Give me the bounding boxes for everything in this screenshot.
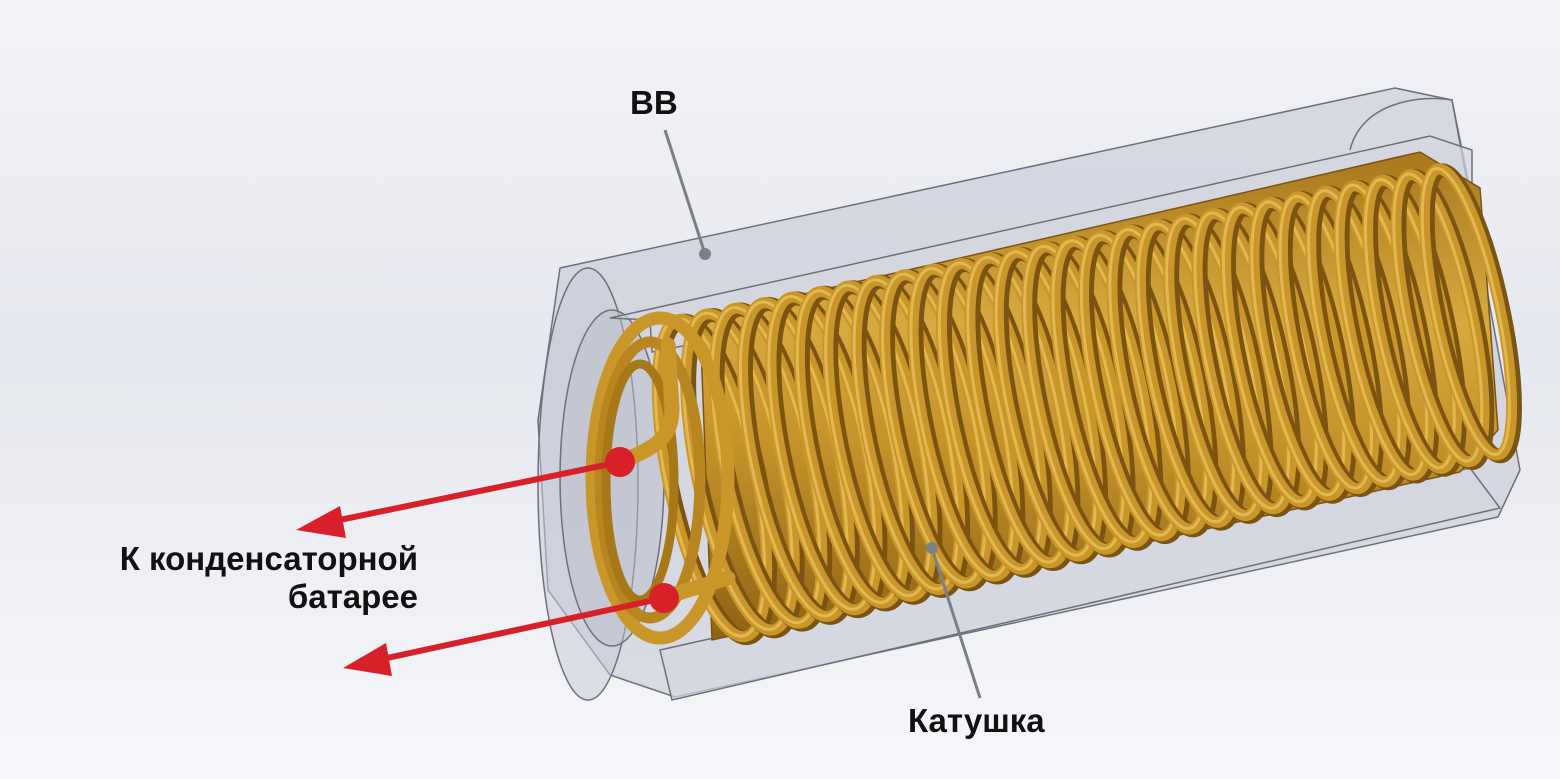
terminal-bottom-dot	[649, 583, 679, 613]
coil-turn-highlight	[1165, 217, 1263, 517]
coil-turn-highlight	[1193, 211, 1291, 510]
leader-coil-dot	[926, 542, 938, 554]
arrow-bottom-head	[343, 643, 392, 676]
coil-turn-highlight	[852, 278, 960, 591]
coil-label: Катушка	[908, 702, 1045, 739]
coil-turn-highlight	[966, 256, 1070, 564]
battery-arrows	[296, 447, 679, 676]
leader-lines	[663, 129, 982, 699]
arrow-top-line	[329, 459, 621, 525]
battery-label-line2: батарее	[287, 577, 418, 615]
coil-inner-turn-outer	[585, 311, 735, 645]
leader-bb-dot	[699, 248, 711, 260]
coil-turn-highlight	[994, 250, 1098, 557]
coil-turn-highlight	[909, 267, 1015, 578]
coil-inner-turn-inner	[601, 359, 679, 605]
coil-turn-highlight	[1108, 228, 1208, 530]
arrow-top-head	[296, 506, 346, 538]
coil-turn-highlight	[1023, 244, 1125, 551]
coil-turn-highlight	[1136, 222, 1235, 524]
coil-turn-highlight	[937, 261, 1042, 571]
terminal-top-dot	[605, 447, 635, 477]
arrow-bottom-line	[377, 595, 665, 663]
explosive-label: ВВ	[630, 84, 678, 121]
coil-turn-highlight	[1051, 239, 1153, 544]
coil	[585, 151, 1522, 646]
coil-turn-highlight	[1392, 172, 1484, 463]
leader-coil	[930, 547, 982, 699]
battery-label-line1: К конденсаторной	[119, 540, 418, 577]
coil-inner-turn-mid	[594, 336, 706, 624]
leader-bb	[663, 129, 707, 255]
coil-turn-highlight	[1079, 233, 1180, 537]
shell-back-rim	[1349, 97, 1471, 191]
coil-turn-highlight	[881, 272, 987, 584]
coil-turn-highlight	[824, 283, 932, 598]
coil-turn-highlight	[795, 289, 904, 605]
battery-label: К конденсаторной батарее	[120, 540, 418, 616]
coil-turn-highlight	[1420, 166, 1511, 456]
